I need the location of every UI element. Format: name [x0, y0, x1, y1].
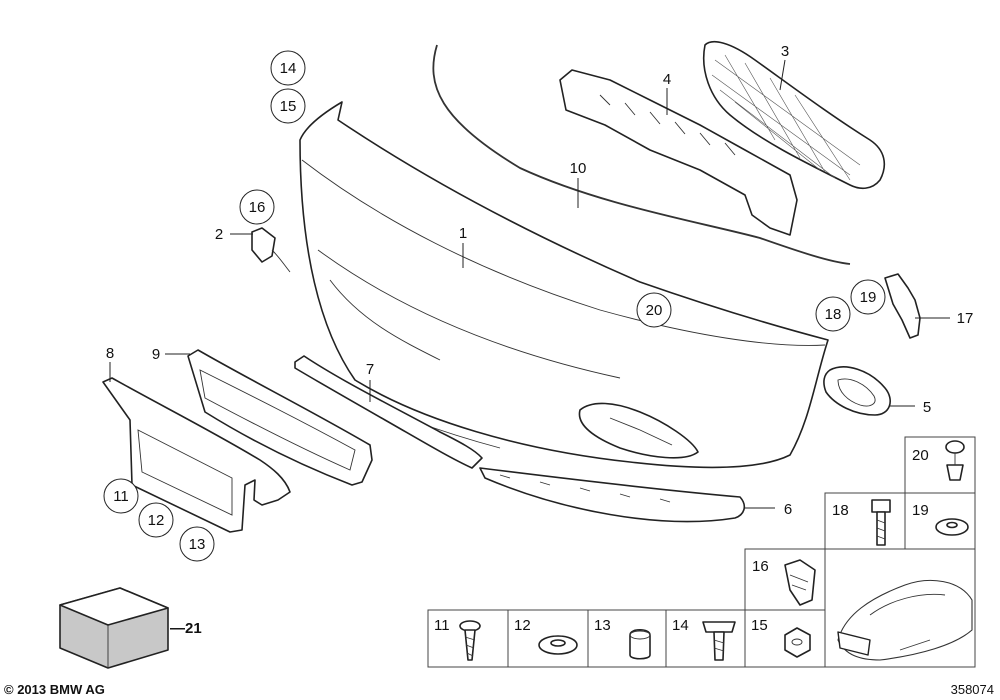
- label-16: 16: [249, 199, 266, 216]
- table-label-18: 18: [832, 502, 849, 519]
- table-label-13: 13: [594, 617, 611, 634]
- label-14: 14: [280, 60, 297, 77]
- washer-12-icon: [538, 635, 578, 655]
- label-8: 8: [106, 345, 114, 362]
- circle-19-main: [850, 279, 886, 315]
- cell-18: [824, 492, 906, 550]
- front-bumper[interactable]: [299, 101, 829, 469]
- label-12: 12: [148, 512, 165, 529]
- label-18: 18: [825, 306, 842, 323]
- label-5: 5: [923, 399, 931, 416]
- table-label-15: 15: [751, 617, 768, 634]
- table-label-11: 11: [434, 617, 450, 634]
- table-label-12: 12: [514, 617, 531, 634]
- bolt-18-icon: [871, 499, 891, 546]
- label-3: 3: [781, 43, 789, 60]
- clip-part-2[interactable]: [230, 227, 291, 273]
- label-13: 13: [189, 536, 206, 553]
- box-part-21[interactable]: [59, 587, 169, 669]
- diagram-number: 358074: [951, 682, 994, 697]
- table-label-16: 16: [752, 558, 769, 575]
- circle-13: [179, 526, 215, 562]
- label-4: 4: [663, 71, 671, 88]
- label-11: 11: [113, 488, 129, 505]
- table-label-19: 19: [912, 502, 929, 519]
- label-19: 19: [860, 289, 877, 306]
- circle-11: [103, 478, 139, 514]
- table-label-20: 20: [912, 447, 929, 464]
- label-15: 15: [280, 98, 297, 115]
- cap-13-icon: [629, 628, 651, 660]
- label-6: 6: [784, 501, 792, 518]
- label-20: 20: [646, 302, 663, 319]
- fog-ring-part-5[interactable]: [823, 366, 915, 416]
- label-1: 1: [459, 225, 467, 242]
- leader-3: [779, 59, 786, 91]
- circle-14: [270, 50, 306, 86]
- label-9: 9: [152, 346, 160, 363]
- car-illustration-icon: [837, 579, 973, 661]
- circle-12: [138, 502, 174, 538]
- nut-15-icon: [784, 627, 811, 658]
- strip-part-6[interactable]: [479, 467, 775, 523]
- label-7: 7: [366, 361, 374, 378]
- bracket-part-4[interactable]: [559, 69, 798, 236]
- label-17: 17: [957, 310, 974, 327]
- circle-18-main: [815, 296, 851, 332]
- cell-14: [665, 609, 746, 668]
- callout-labels: 1 2 3 4 5 6 7 8 9 10 11 12 13 14 15 16 1…: [106, 43, 974, 637]
- bolt-14-icon: [702, 621, 736, 661]
- copyright-text: © 2013 BMW AG: [4, 682, 105, 697]
- bracket-part-17[interactable]: [884, 273, 950, 339]
- frame-part-9[interactable]: [165, 349, 373, 486]
- grille-part-3[interactable]: [702, 41, 886, 190]
- label-21: —21: [170, 620, 202, 637]
- trim-part-7[interactable]: [294, 355, 483, 469]
- label-10: 10: [570, 160, 587, 177]
- clip-16-icon: [784, 559, 816, 606]
- callout-circles: [103, 50, 886, 562]
- rivet-20-icon: [945, 440, 965, 481]
- label-2: 2: [215, 226, 223, 243]
- circle-20-main: [636, 292, 672, 328]
- circle-15: [270, 88, 306, 124]
- hood-edge-line: [432, 44, 851, 265]
- table-label-14: 14: [672, 617, 689, 634]
- washer-19-icon: [935, 518, 969, 536]
- plate-holder-part-8[interactable]: [102, 362, 291, 533]
- cell-13: [587, 609, 667, 668]
- circle-16-main: [239, 189, 275, 225]
- screw-11-icon: [459, 620, 481, 661]
